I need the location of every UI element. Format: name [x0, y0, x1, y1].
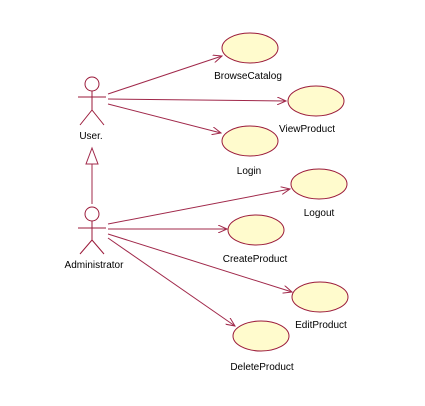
usecase-view-product[interactable]: ViewProduct — [279, 85, 345, 135]
usecase-edit-product-label: EditProduct — [295, 320, 347, 331]
usecase-login-label: Login — [237, 166, 261, 177]
usecase-delete-product[interactable]: DeleteProduct — [230, 320, 294, 373]
assoc-user-viewproduct — [107, 99, 286, 101]
assoc-admin-editproduct — [107, 233, 292, 292]
assoc-user-browsecatalog — [107, 56, 222, 95]
usecase-browse-catalog[interactable]: BrowseCatalog — [214, 32, 282, 82]
actor-user-label: User. — [79, 131, 102, 142]
actor-administrator-label: Administrator — [65, 260, 125, 271]
usecase-create-product-label: CreateProduct — [223, 254, 288, 265]
assoc-admin-logout — [107, 189, 290, 225]
usecase-browse-catalog-label: BrowseCatalog — [214, 71, 282, 82]
usecase-edit-product[interactable]: EditProduct — [291, 281, 349, 331]
actor-administrator[interactable]: Administrator — [65, 206, 125, 271]
generalization-admin-to-user — [85, 146, 99, 204]
usecase-logout[interactable]: Logout — [290, 168, 348, 219]
usecase-view-product-label: ViewProduct — [279, 124, 335, 135]
usecase-delete-product-label: DeleteProduct — [230, 362, 294, 373]
assoc-user-login — [107, 103, 221, 133]
assoc-admin-deleteproduct — [107, 237, 235, 326]
usecase-create-product[interactable]: CreateProduct — [223, 214, 288, 265]
actor-user[interactable]: User. — [78, 76, 106, 142]
usecase-logout-label: Logout — [304, 208, 335, 219]
usecase-login[interactable]: Login — [221, 125, 279, 177]
